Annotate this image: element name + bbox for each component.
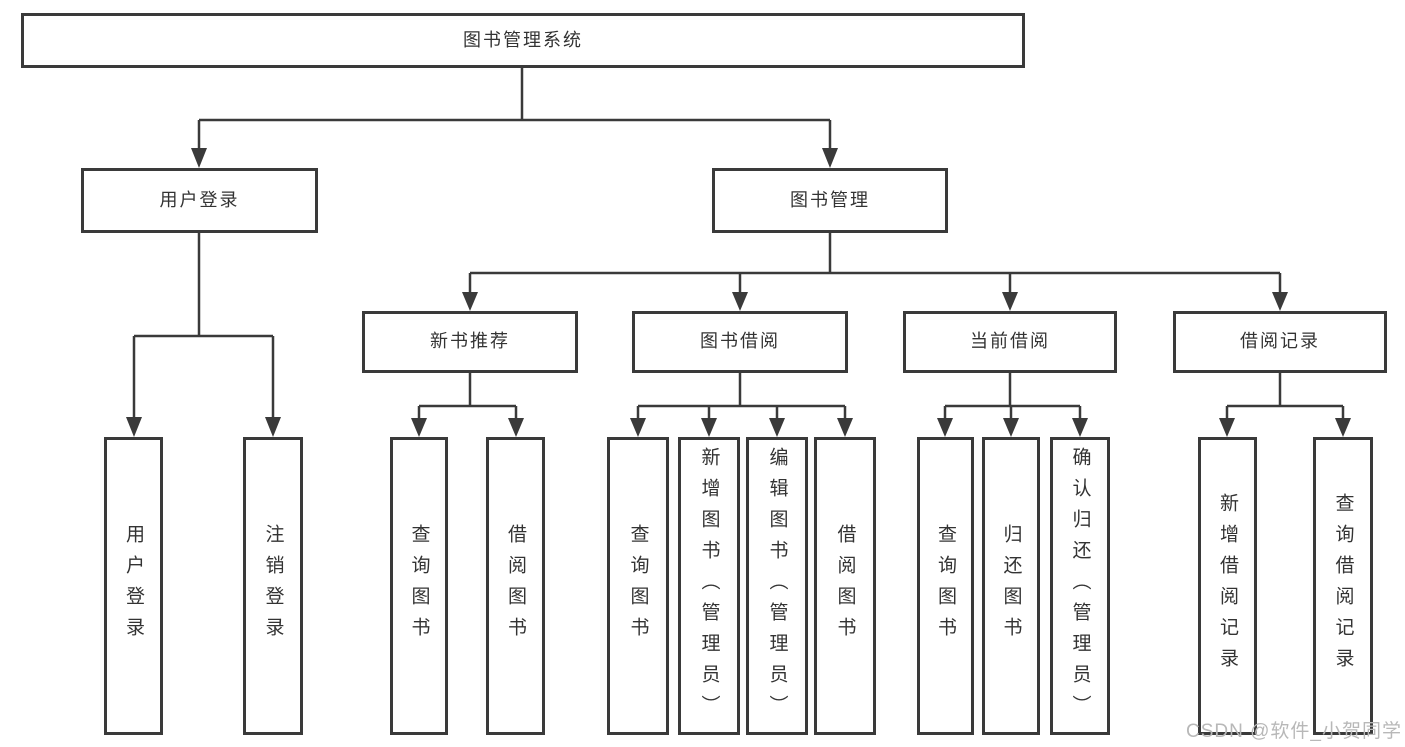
- connector-borrow-records: [1219, 373, 1351, 437]
- leaf-label: 注销登录: [262, 524, 284, 648]
- node-leaf-cb-query-book: 查询图书: [917, 437, 974, 735]
- node-user-login: 用户登录: [81, 168, 318, 233]
- leaf-label: 查询图书: [627, 524, 649, 648]
- node-leaf-user-login: 用户登录: [104, 437, 163, 735]
- leaf-label: 查询图书: [935, 524, 956, 648]
- node-leaf-nb-borrow-book: 借阅图书: [486, 437, 545, 735]
- leaf-label: 归还图书: [1000, 524, 1022, 648]
- watermark: CSDN @软件_小贺同学: [1186, 721, 1402, 742]
- connector-new-book-rec: [411, 373, 524, 437]
- node-leaf-bb-borrow-book: 借阅图书: [814, 437, 876, 735]
- leaf-label: 用户登录: [123, 524, 144, 648]
- connector-book-borrow: [630, 373, 853, 437]
- leaf-label: 确认归还（管理员）: [1069, 446, 1091, 726]
- node-new-book-rec: 新书推荐: [362, 311, 578, 373]
- connector-current-borrow: [937, 373, 1088, 437]
- node-leaf-br-query-record: 查询借阅记录: [1313, 437, 1373, 735]
- leaf-label: 借阅图书: [505, 524, 526, 648]
- node-root: 图书管理系统: [21, 13, 1025, 68]
- node-leaf-bb-query-book: 查询图书: [607, 437, 669, 735]
- connector-root: [191, 68, 838, 168]
- node-leaf-cb-return-book: 归还图书: [982, 437, 1040, 735]
- node-leaf-bb-add-book: 新增图书（管理员）: [678, 437, 740, 735]
- node-leaf-nb-query-book: 查询图书: [390, 437, 448, 735]
- node-borrow-records: 借阅记录: [1173, 311, 1387, 373]
- connector-user-login: [126, 233, 281, 437]
- node-leaf-logout: 注销登录: [243, 437, 303, 735]
- leaf-label: 查询图书: [408, 524, 430, 648]
- node-book-borrow: 图书借阅: [632, 311, 848, 373]
- leaf-label: 新增图书（管理员）: [698, 446, 720, 726]
- node-book-mgmt: 图书管理: [712, 168, 948, 233]
- node-leaf-br-add-record: 新增借阅记录: [1198, 437, 1257, 735]
- leaf-label: 新增借阅记录: [1217, 493, 1238, 679]
- connector-book-mgmt: [462, 233, 1288, 311]
- node-leaf-bb-edit-book: 编辑图书（管理员）: [746, 437, 808, 735]
- leaf-label: 借阅图书: [834, 524, 856, 648]
- node-current-borrow: 当前借阅: [903, 311, 1117, 373]
- node-leaf-cb-confirm-return: 确认归还（管理员）: [1050, 437, 1110, 735]
- leaf-label: 编辑图书（管理员）: [766, 446, 788, 726]
- leaf-label: 查询借阅记录: [1332, 493, 1354, 679]
